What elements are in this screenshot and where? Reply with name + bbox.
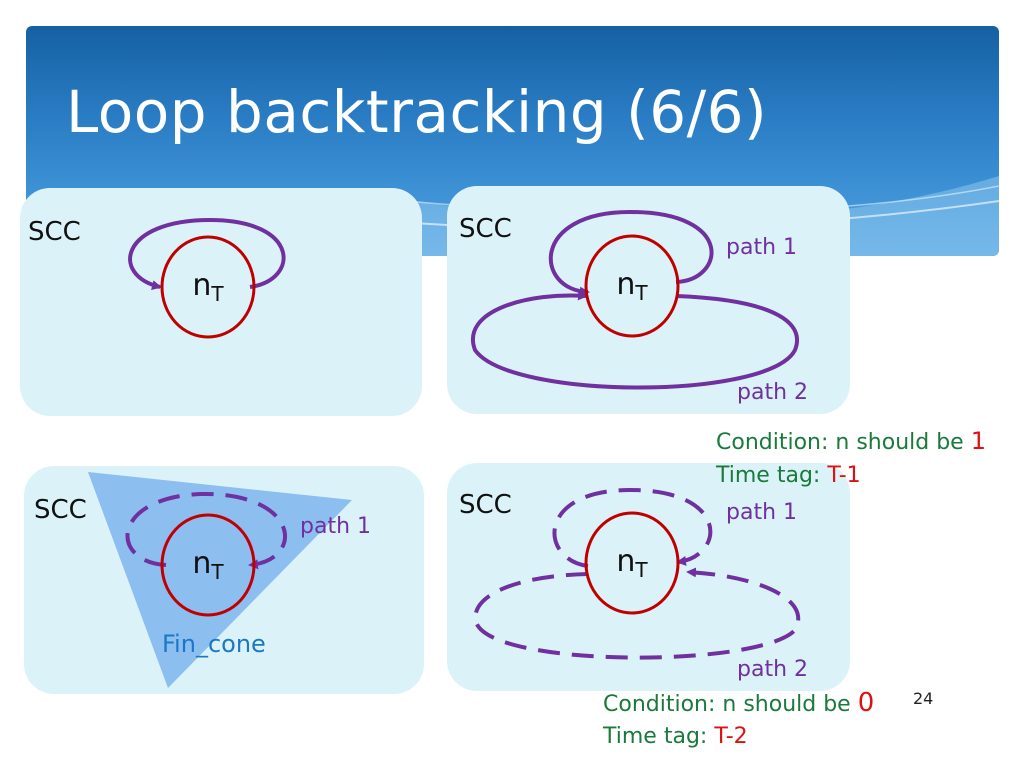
timetag2-value: T-2	[714, 724, 748, 749]
condition1-prefix: Condition: n should be	[716, 430, 971, 455]
page-number: 24	[913, 689, 934, 708]
panel2-node-label: nT	[592, 267, 672, 305]
condition1-value: 1	[970, 427, 986, 455]
panel3-node-label: nT	[168, 546, 248, 584]
condition2-value: 0	[857, 688, 875, 718]
panel-top-right	[447, 186, 850, 414]
timetag2-text: Time tag: T-2	[603, 724, 748, 749]
panel2-path1-label: path 1	[726, 235, 798, 260]
panel3-node-sub: T	[211, 560, 224, 584]
slide-title: Loop backtracking (6/6)	[66, 78, 768, 146]
panel4-node-main: n	[616, 544, 636, 579]
panel4-node-label: nT	[592, 544, 672, 582]
timetag1-prefix: Time tag:	[716, 463, 828, 488]
panel3-path1-edge	[125, 491, 287, 570]
panel-bottom-right	[447, 463, 850, 691]
panel2-path2-edge	[471, 290, 799, 390]
panel2-node-main: n	[616, 267, 636, 302]
panel4-path1-label: path 1	[726, 500, 798, 525]
panel1-graph	[128, 217, 286, 339]
panel1-node-label: nT	[168, 268, 248, 306]
panel4-path2-edge	[473, 567, 801, 660]
timetag1-text: Time tag: T-1	[716, 463, 861, 488]
panel3-node-main: n	[192, 546, 212, 581]
panel1-scc-label: SCC	[28, 217, 81, 247]
panel-top-left	[20, 188, 422, 416]
fin-cone-triangle	[88, 472, 352, 688]
panel1-node	[160, 235, 256, 339]
condition2-text: Condition: n should be 0	[603, 688, 874, 718]
panel4-node	[584, 511, 680, 615]
panel2-graph	[471, 209, 799, 390]
panel2-path1-edge	[548, 209, 714, 297]
panel3-graph	[125, 491, 287, 617]
timetag2-prefix: Time tag:	[603, 724, 715, 749]
panel2-scc-label: SCC	[459, 214, 512, 244]
panel4-scc-label: SCC	[459, 490, 512, 520]
panel3-scc-label: SCC	[34, 495, 87, 525]
panel1-node-sub: T	[211, 282, 224, 306]
fin-cone-label: Fin_cone	[162, 630, 266, 658]
condition2-prefix: Condition: n should be	[603, 692, 858, 717]
panel2-node-sub: T	[635, 281, 648, 305]
panel4-node-sub: T	[635, 558, 648, 582]
panel1-node-main: n	[192, 268, 212, 303]
condition1-text: Condition: n should be 1	[716, 427, 986, 455]
panel2-path2-label: path 2	[737, 380, 809, 405]
panel4-graph	[473, 487, 801, 660]
panel4-path2-label: path 2	[737, 657, 809, 682]
panel3-node	[160, 513, 256, 617]
panel1-self-loop-edge	[128, 217, 286, 290]
timetag1-value: T-1	[827, 463, 861, 488]
panel4-path1-edge	[552, 487, 713, 568]
panel2-node	[584, 234, 680, 338]
panel3-path1-label: path 1	[300, 514, 372, 539]
